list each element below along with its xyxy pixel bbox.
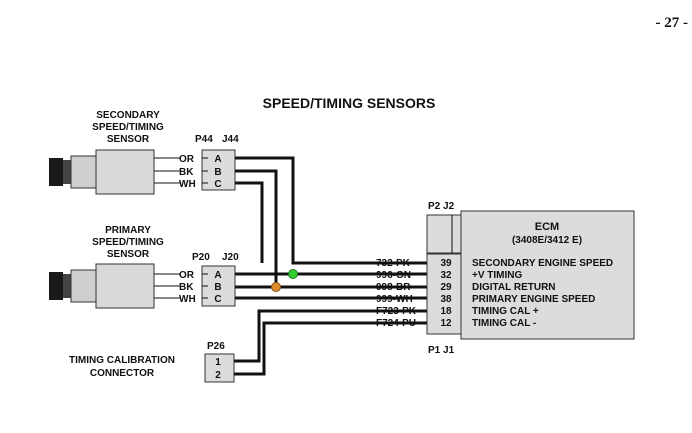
p26-label: P26 <box>207 341 225 352</box>
j20-pin-c: C <box>214 294 221 305</box>
j44-pin-a: A <box>214 154 221 165</box>
wire-label-996-gn: 996-GN <box>376 270 411 281</box>
splice-green <box>288 269 298 279</box>
secondary-wire-color-a: OR <box>179 154 195 165</box>
p26-connector-body <box>204 353 235 383</box>
primary-sensor-label: PRIMARY SPEED/TIMING SENSOR <box>92 225 164 260</box>
p44-label: P44 <box>195 134 213 145</box>
ecm-title: ECM <box>535 221 559 233</box>
ecm-function-digital-return: DIGITAL RETURN <box>472 282 556 293</box>
ecm-pin-38: 38 <box>440 294 452 305</box>
p26-pin-2: 2 <box>215 370 221 381</box>
ecm-p2-connector <box>426 214 462 254</box>
page-number: - 27 - <box>656 15 689 31</box>
wire-label-732-pk: 732-PK <box>376 258 411 269</box>
p26-pin-1: 1 <box>215 357 221 368</box>
ecm-pin-39: 39 <box>440 258 452 269</box>
ecm-function-secondary-speed: SECONDARY ENGINE SPEED <box>472 258 613 269</box>
ecm-module-box <box>460 210 635 340</box>
ecm-functions: SECONDARY ENGINE SPEED +V TIMING DIGITAL… <box>472 258 613 329</box>
wiring-harness <box>234 156 427 376</box>
diagram-title: SPEED/TIMING SENSORS <box>263 95 436 111</box>
wire-label-998-br: 998-BR <box>376 282 411 293</box>
secondary-label-line-3: SENSOR <box>107 134 150 145</box>
secondary-label-line-1: SECONDARY <box>96 110 160 121</box>
ecm-function-timing-cal-minus: TIMING CAL - <box>472 318 536 329</box>
timing-cal-label-line-2: CONNECTOR <box>90 368 155 379</box>
j20-pin-b: B <box>214 282 221 293</box>
ecm-pin-18: 18 <box>440 306 452 317</box>
secondary-sensor-label: SECONDARY SPEED/TIMING SENSOR <box>92 110 164 145</box>
ecm-p1-connector <box>426 253 462 335</box>
primary-wire-color-a: OR <box>179 270 195 281</box>
timing-cal-label-line-1: TIMING CALIBRATION <box>69 355 175 366</box>
primary-label-line-2: SPEED/TIMING <box>92 237 164 248</box>
primary-wire-color-c: WH <box>179 294 196 305</box>
ecm-function-v-timing: +V TIMING <box>472 270 523 281</box>
j44-pin-b: B <box>214 167 221 178</box>
primary-wire-color-b: BK <box>179 282 194 293</box>
ecm-model: (3408E/3412 E) <box>512 235 582 246</box>
splice-orange <box>271 282 281 292</box>
secondary-wire-color-b: BK <box>179 167 194 178</box>
ecm-function-timing-cal-plus: TIMING CAL + <box>472 306 539 317</box>
j20-label: J20 <box>222 252 239 263</box>
wire-label-f723-pk: F723-PK <box>376 306 417 317</box>
wire-label-f724-pu: F724-PU <box>376 318 416 329</box>
ecm-function-primary-speed: PRIMARY ENGINE SPEED <box>472 294 595 305</box>
j44-label: J44 <box>222 134 239 145</box>
ecm-pin-numbers: 39 32 29 38 18 12 <box>440 258 452 329</box>
ecm-top-connector-label: P2 J2 <box>428 201 455 212</box>
secondary-sensor-icon <box>49 149 180 195</box>
primary-label-line-3: SENSOR <box>107 249 150 260</box>
primary-sensor-icon <box>49 263 180 309</box>
secondary-label-line-2: SPEED/TIMING <box>92 122 164 133</box>
j20-pin-a: A <box>214 270 221 281</box>
ecm-pin-32: 32 <box>440 270 452 281</box>
j44-pin-c: C <box>214 179 221 190</box>
secondary-wire-color-c: WH <box>179 179 196 190</box>
ecm-pin-29: 29 <box>440 282 452 293</box>
ecm-pin-12: 12 <box>440 318 452 329</box>
p20-label: P20 <box>192 252 210 263</box>
primary-label-line-1: PRIMARY <box>105 225 151 236</box>
wire-label-999-wh: 999-WH <box>376 294 413 305</box>
ecm-bottom-connector-label: P1 J1 <box>428 345 455 356</box>
